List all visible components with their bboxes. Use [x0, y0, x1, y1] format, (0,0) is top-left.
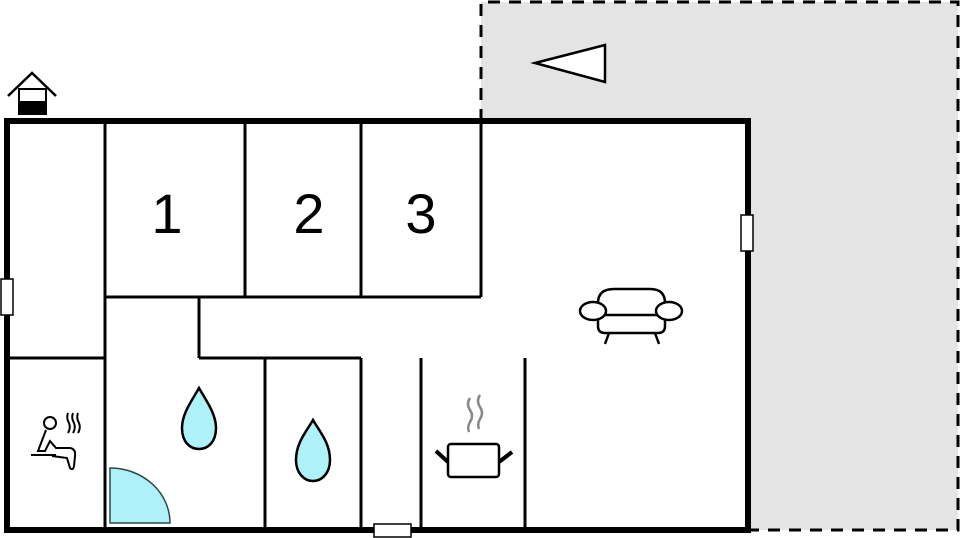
room-label-bedroom-3: 3 — [405, 182, 436, 245]
direction-arrow-icon — [530, 43, 607, 84]
room-label-bedroom-1: 1 — [151, 182, 182, 245]
entrance-house-icon — [7, 71, 57, 115]
window-right — [740, 214, 754, 252]
shower-icon — [109, 467, 171, 524]
window-bottom — [373, 523, 412, 538]
windows — [0, 214, 754, 538]
sauna-icon — [31, 412, 81, 471]
cooking-pot-icon — [434, 394, 514, 479]
sofa-icon — [578, 287, 684, 345]
room-label-bedroom-2: 2 — [293, 182, 324, 245]
water-drop-icon — [180, 385, 218, 451]
water-drop-icon — [294, 417, 332, 483]
window-left — [0, 278, 14, 316]
interior-walls — [7, 121, 527, 530]
